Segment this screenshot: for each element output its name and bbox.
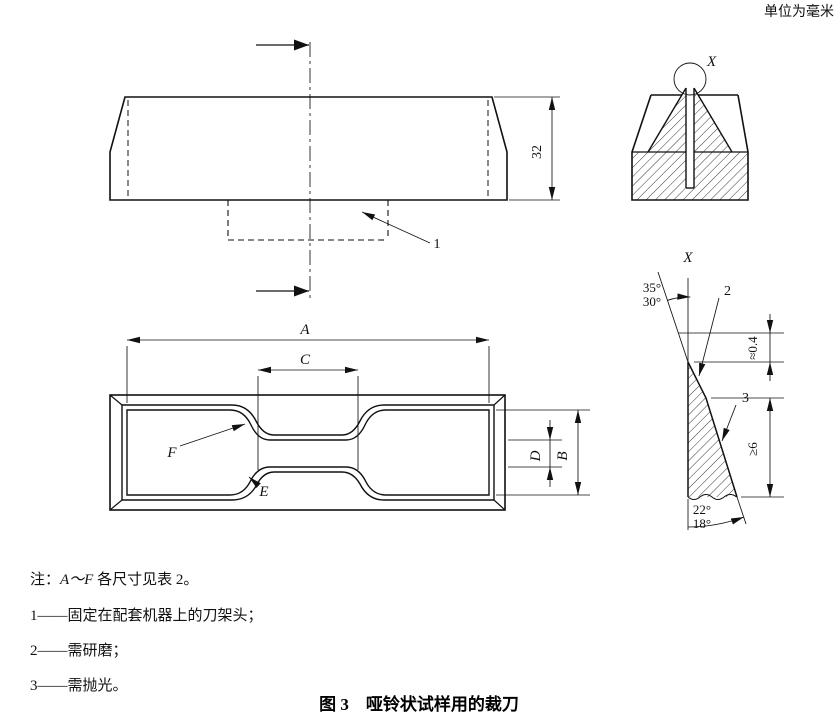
detail-title-x: X bbox=[682, 250, 693, 266]
dim-tip-flat-label: ≈0.4 bbox=[745, 336, 760, 360]
dim-d-label: D bbox=[528, 450, 544, 462]
angle-30-label: 30° bbox=[643, 294, 661, 309]
angle-22-label: 22° bbox=[693, 502, 711, 517]
figure-caption: 图 3 哑铃状试样用的裁刀 bbox=[319, 695, 519, 714]
angle-18-label: 18° bbox=[693, 516, 711, 531]
side-view-drawing: 32 1 bbox=[109, 39, 560, 298]
end-view-drawing: X bbox=[631, 54, 749, 201]
label-f: F bbox=[166, 445, 177, 461]
detail-circle-label-x: X bbox=[706, 54, 717, 70]
note-item-1: 1——固定在配套机器上的刀架头； bbox=[30, 608, 263, 624]
note-item-2: 2——需研磨； bbox=[30, 643, 128, 659]
dim-c-label: C bbox=[300, 352, 311, 368]
callout-1-label: 1 bbox=[434, 237, 441, 252]
unit-label: 单位为毫米 bbox=[764, 5, 834, 20]
label-e: E bbox=[258, 484, 268, 500]
dim-b-label: B bbox=[555, 451, 571, 460]
note-prefix: 注： bbox=[30, 572, 61, 588]
note-range: A～F bbox=[60, 572, 94, 588]
detail-x-drawing: X 35° 30° 2 3 ≈0.4 bbox=[643, 250, 784, 531]
dim-height-32-label: 32 bbox=[530, 145, 545, 159]
detail-circle bbox=[673, 62, 707, 96]
callout-3-label: 3 bbox=[742, 391, 749, 406]
dim-a-label: A bbox=[299, 322, 310, 338]
note-suffix: 各尺寸见表 2。 bbox=[93, 572, 199, 588]
note-dimensions: 注：A～F 各尺寸见表 2。 bbox=[30, 568, 198, 589]
callout-2-label: 2 bbox=[724, 284, 731, 299]
dim-grind-height-label: ≥6 bbox=[745, 442, 760, 456]
angle-35-label: 35° bbox=[643, 280, 661, 295]
plan-view-drawing: A C D B F E bbox=[109, 322, 590, 511]
note-item-3: 3——需抛光。 bbox=[30, 678, 128, 694]
